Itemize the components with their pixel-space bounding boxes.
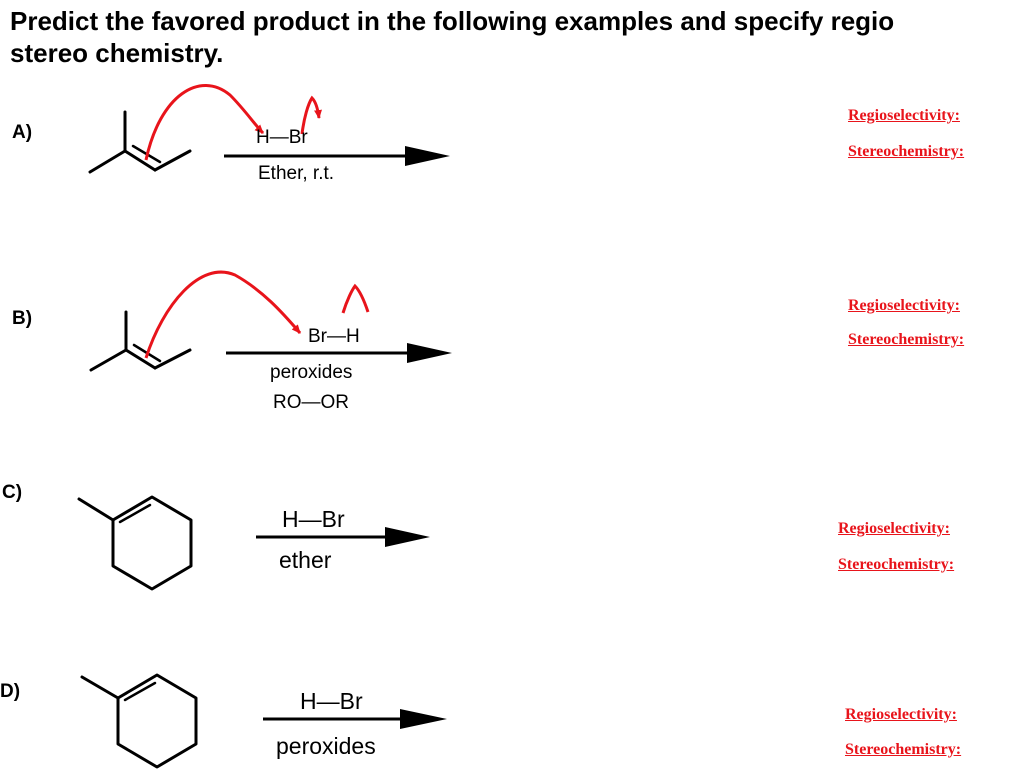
regioselectivity-blank-b[interactable]: Regioselectivity: — [848, 297, 960, 314]
conditions-b-1: peroxides — [270, 362, 353, 383]
regioselectivity-blank-a[interactable]: Regioselectivity: — [848, 107, 960, 124]
trisubstituted-alkene-structure — [89, 310, 192, 372]
reaction-arrow-icon — [263, 709, 447, 729]
page-title: Predict the favored product in the follo… — [10, 5, 894, 69]
stereochemistry-blank-a[interactable]: Stereochemistry: — [848, 143, 965, 160]
conditions-b-2: RO—OR — [273, 392, 349, 413]
stereochemistry-blank-c[interactable]: Stereochemistry: — [838, 556, 955, 573]
stereochemistry-blank-b[interactable]: Stereochemistry: — [848, 331, 965, 348]
title-line-1: Predict the favored product in the follo… — [10, 6, 895, 36]
problem-label-d: D) — [0, 681, 21, 702]
stereochemistry-blank-d[interactable]: Stereochemistry: — [845, 741, 962, 758]
reagent-b: Br—H — [308, 326, 360, 347]
problem-label-a: A) — [12, 122, 33, 143]
problem-label-b: B) — [12, 308, 33, 329]
conditions-c-1: ether — [279, 547, 332, 573]
reagent-a: H—Br — [256, 127, 308, 148]
title-line-2: stereo chemistry. — [10, 38, 224, 68]
conditions-d-1: peroxides — [276, 733, 376, 759]
problem-label-c: C) — [2, 482, 23, 503]
reagent-c: H—Br — [282, 506, 345, 532]
methylcyclohexene-structure — [77, 495, 193, 591]
curved-electron-arrow-icon — [341, 283, 370, 314]
conditions-a-1: Ether, r.t. — [258, 163, 335, 184]
reaction-arrow-icon — [224, 146, 450, 166]
curved-electron-arrow-icon — [144, 84, 265, 161]
regioselectivity-blank-d[interactable]: Regioselectivity: — [845, 706, 957, 723]
curved-electron-arrow-icon — [144, 270, 302, 359]
regioselectivity-blank-c[interactable]: Regioselectivity: — [838, 520, 950, 537]
reaction-arrow-icon — [226, 343, 452, 363]
curved-electron-arrow-icon — [300, 95, 322, 135]
reagent-d: H—Br — [300, 688, 363, 714]
reaction-arrow-icon — [256, 527, 430, 547]
trisubstituted-alkene-structure — [88, 110, 192, 174]
methylcyclohexene-structure — [80, 673, 198, 769]
